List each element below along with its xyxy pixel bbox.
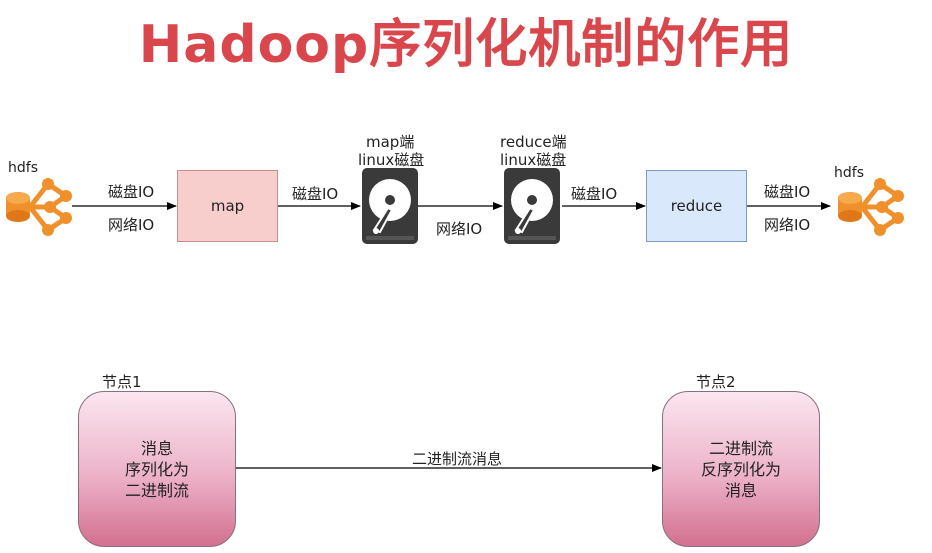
node1-box: 消息 序列化为 二进制流: [78, 391, 236, 547]
edge2-label: 磁盘IO: [292, 185, 339, 203]
edge1-top-label: 磁盘IO: [108, 183, 155, 201]
node1-line: 消息: [140, 438, 173, 458]
hdfs-icon: [6, 178, 72, 236]
node1-title: 节点1: [102, 373, 142, 391]
node1-line: 序列化为: [124, 459, 189, 479]
disk2-line1: reduce端: [500, 133, 567, 151]
node2-title: 节点2: [696, 373, 736, 391]
edge5-top-label: 磁盘IO: [764, 183, 811, 201]
node2-box: 二进制流 反序列化为 消息: [662, 391, 820, 547]
node2-line: 消息: [724, 480, 757, 500]
page-title: Hadoop序列化机制的作用: [138, 15, 794, 75]
bottom-edge-label: 二进制流消息: [412, 450, 503, 468]
edge3-label: 网络IO: [436, 220, 483, 238]
edge1-bottom-label: 网络IO: [108, 216, 155, 234]
disk1-line2: linux磁盘: [358, 151, 425, 169]
disk1-line1: map端: [366, 133, 415, 151]
edge4-label: 磁盘IO: [571, 185, 618, 203]
edge5-bottom-label: 网络IO: [764, 216, 811, 234]
hard-disk-icon: [361, 167, 419, 245]
reduce-node: reduce: [646, 170, 747, 242]
node2-line: 反序列化为: [700, 459, 781, 479]
disk2-line2: linux磁盘: [500, 151, 567, 169]
node1-line: 二进制流: [124, 480, 189, 500]
map-node: map: [177, 170, 278, 242]
node2-line: 二进制流: [708, 438, 773, 458]
hdfs-left-label: hdfs: [8, 160, 38, 176]
hdfs-right-label: hdfs: [834, 165, 864, 181]
hdfs-icon: [838, 178, 904, 236]
hard-disk-icon: [503, 167, 561, 245]
